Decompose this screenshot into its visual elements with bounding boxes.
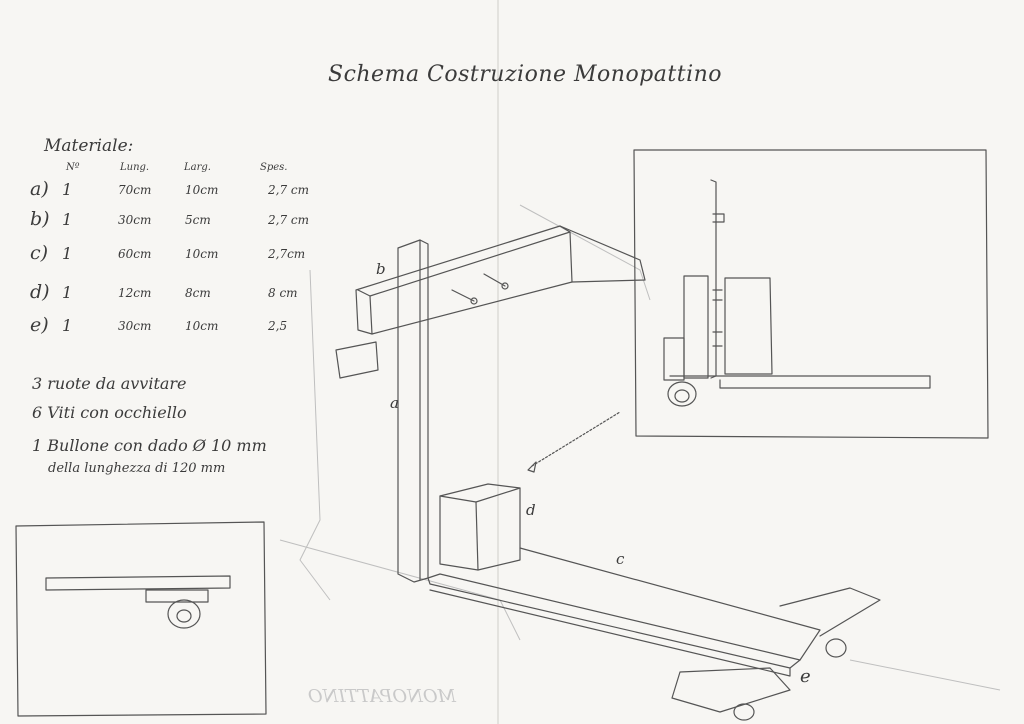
material-row: c) 1 60cm 10cm 2,7cm [30, 242, 330, 268]
row-length: 70cm [118, 183, 152, 197]
side-view-inset [633, 149, 989, 439]
row-length: 30cm [118, 319, 152, 333]
row-qty: 1 [62, 180, 73, 199]
col-header-width: Larg. [184, 162, 211, 173]
row-id: c) [30, 242, 49, 264]
row-width: 5cm [185, 213, 211, 227]
row-width: 10cm [185, 319, 219, 333]
row-length: 60cm [118, 247, 152, 261]
material-row: a) 1 70cm 10cm 2,7 cm [30, 178, 330, 204]
part-label-d: d [526, 501, 536, 519]
row-thickness: 2,7 cm [268, 183, 309, 197]
col-header-qty: Nº [66, 162, 80, 173]
row-id: a) [30, 178, 49, 200]
note-wheels: 3 ruote da avvitare [32, 374, 187, 393]
row-thickness: 2,5 [268, 319, 288, 333]
note-screws: 6 Viti con occhiello [32, 403, 187, 422]
material-row: e) 1 30cm 10cm 2,5 [30, 314, 330, 340]
row-thickness: 8 cm [268, 286, 298, 300]
row-id: d) [30, 281, 50, 303]
col-header-thickness: Spes. [260, 162, 288, 173]
row-thickness: 2,7 cm [268, 213, 309, 227]
row-id: b) [30, 208, 50, 230]
row-length: 30cm [118, 213, 152, 227]
row-width: 10cm [185, 247, 219, 261]
bleed-through-text: MONOPATTINO [308, 686, 457, 707]
col-header-length: Lung. [120, 162, 150, 173]
row-qty: 1 [62, 210, 73, 229]
row-qty: 1 [62, 316, 73, 335]
note-bolt-length: della lunghezza di 120 mm [48, 461, 226, 476]
part-label-c: c [616, 550, 625, 568]
row-width: 8cm [185, 286, 211, 300]
material-row: d) 1 12cm 8cm 8 cm [30, 281, 330, 307]
part-label-a: a [390, 394, 399, 412]
row-id: e) [30, 314, 49, 336]
note-bolt: 1 Bullone con dado Ø 10 mm [32, 436, 267, 455]
row-thickness: 2,7cm [268, 247, 306, 261]
wheel-detail-inset [15, 521, 267, 717]
faint-show-through [279, 204, 1001, 691]
row-qty: 1 [62, 244, 73, 263]
part-label-b: b [376, 260, 386, 278]
material-row: b) 1 30cm 5cm 2,7 cm [30, 208, 330, 234]
page-title: Schema Costruzione Monopattino [328, 62, 723, 87]
row-length: 12cm [118, 286, 152, 300]
part-label-e: e [800, 666, 811, 687]
scooter-isometric [335, 225, 881, 721]
row-width: 10cm [185, 183, 219, 197]
row-qty: 1 [62, 283, 73, 302]
materials-label: Materiale: [44, 136, 134, 156]
